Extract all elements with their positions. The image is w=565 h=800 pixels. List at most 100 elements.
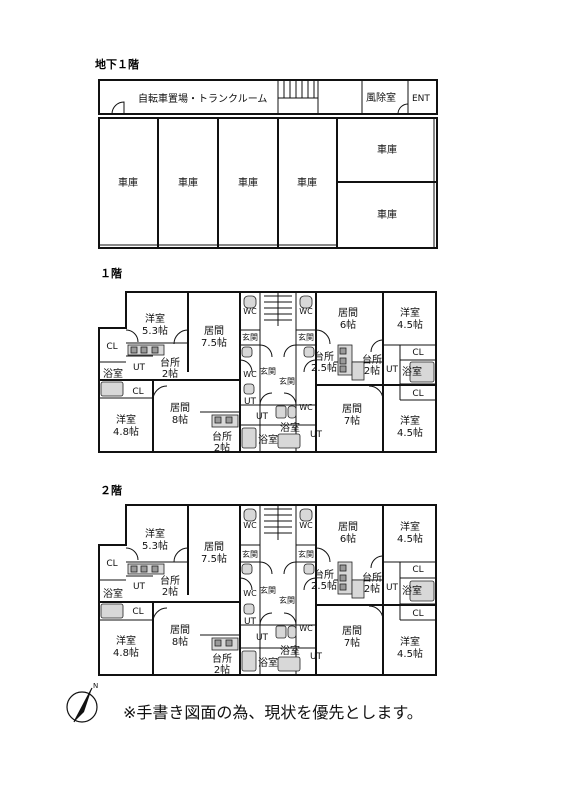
disclaimer-note: ※手書き図面の為、現状を優先とします。 — [123, 703, 423, 722]
garage-row — [98, 117, 438, 249]
basement-title: 地下１階 — [95, 57, 139, 71]
room-size: 2.5帖 — [311, 579, 337, 592]
toilet-label: WC — [243, 370, 257, 379]
entry-label: 玄関 — [260, 366, 276, 376]
basement-floor: 地下１階 自転車置場・トランクルーム 風除室 ENT — [95, 57, 438, 249]
garage-label: 車庫 — [377, 208, 397, 221]
bath-label: 浴室 — [280, 644, 300, 657]
utility-label: UT — [244, 617, 257, 627]
room-size: 4.5帖 — [397, 318, 423, 331]
room-label: 居間 — [204, 325, 224, 337]
entry-label: 玄関 — [279, 376, 295, 386]
room-label: 台所 — [314, 568, 334, 581]
room-size: 2帖 — [214, 663, 230, 676]
room-size: 2帖 — [162, 585, 178, 598]
room-size: 6帖 — [340, 318, 356, 331]
compass-north-label: N — [93, 682, 98, 690]
closet-label: CL — [412, 389, 423, 399]
room-size: 8帖 — [172, 635, 188, 648]
closet-label: CL — [132, 387, 143, 397]
room-size: 2.5帖 — [311, 361, 337, 374]
room-size: 6帖 — [340, 532, 356, 545]
closet-label: CL — [412, 565, 423, 575]
room-size: 8帖 — [172, 413, 188, 426]
toilet-label: WC — [299, 403, 313, 412]
room-label: 居間 — [338, 521, 358, 533]
utility-label: UT — [386, 365, 399, 375]
room-size: 4.5帖 — [397, 647, 423, 660]
closet-label: CL — [132, 607, 143, 617]
first-floor-walls — [98, 291, 437, 453]
garage-label: 車庫 — [178, 176, 198, 189]
room-label: 台所 — [212, 652, 232, 665]
room-label: 洋室 — [400, 414, 420, 427]
room-label: 居間 — [338, 307, 358, 319]
room-label: 台所 — [160, 574, 180, 587]
utility-label: UT — [133, 582, 146, 592]
room-size: 7.5帖 — [201, 552, 227, 565]
fixtures — [100, 295, 435, 449]
garage-label: 車庫 — [118, 176, 138, 189]
bath-label: 浴室 — [280, 421, 300, 434]
room-size: 2帖 — [364, 364, 380, 377]
compass-icon: N — [66, 682, 98, 723]
room-label: 居間 — [170, 624, 190, 636]
room-size: 5.3帖 — [142, 539, 168, 552]
entry-label: 玄関 — [298, 549, 314, 559]
utility-label: UT — [310, 652, 323, 662]
utility-label: UT — [386, 583, 399, 593]
utility-label: UT — [133, 363, 146, 373]
room-label: 洋室 — [116, 634, 136, 647]
room-size: 4.8帖 — [113, 425, 139, 438]
room-label: 洋室 — [145, 312, 165, 325]
second-floor-title: ２階 — [100, 483, 122, 497]
closet-label: CL — [412, 609, 423, 619]
bath-label: 浴室 — [402, 365, 422, 378]
room-label: 洋室 — [400, 306, 420, 319]
room-label: 居間 — [204, 541, 224, 553]
entry-label: 玄関 — [298, 332, 314, 342]
room-label: 居間 — [342, 403, 362, 415]
windbreak-room-label: 風除室 — [366, 91, 396, 104]
room-label: 洋室 — [400, 635, 420, 648]
first-floor: １階 — [98, 266, 437, 454]
room-label: 洋室 — [400, 520, 420, 533]
stair-symbol — [264, 505, 292, 540]
room-label: 居間 — [342, 625, 362, 637]
room-label: 洋室 — [116, 413, 136, 426]
bike-parking-room — [98, 79, 438, 115]
door-swing — [397, 103, 409, 115]
closet-label: CL — [412, 348, 423, 358]
room-size: 4.8帖 — [113, 646, 139, 659]
room-label: 台所 — [362, 353, 382, 366]
garage-label: 車庫 — [297, 176, 317, 189]
entry-label: 玄関 — [279, 595, 295, 605]
garage-label: 車庫 — [238, 176, 258, 189]
toilet-label: WC — [299, 307, 313, 316]
room-size: 4.5帖 — [397, 426, 423, 439]
stair-symbol — [264, 292, 292, 326]
room-size: 5.3帖 — [142, 324, 168, 337]
bath-label: 浴室 — [258, 656, 278, 669]
room-label: 台所 — [160, 356, 180, 369]
toilet-label: WC — [299, 624, 313, 633]
room-size: 2帖 — [364, 582, 380, 595]
room-label: 台所 — [362, 571, 382, 584]
entrance-label: ENT — [412, 94, 430, 104]
entry-label: 玄関 — [260, 585, 276, 595]
room-size: 7.5帖 — [201, 336, 227, 349]
room-size: 7帖 — [344, 636, 360, 649]
second-floor: ２階 — [98, 483, 437, 676]
utility-label: UT — [244, 397, 257, 407]
utility-label: UT — [256, 412, 269, 422]
garage-label: 車庫 — [377, 143, 397, 156]
fixtures — [100, 508, 435, 672]
utility-label: UT — [256, 633, 269, 643]
second-floor-walls — [98, 504, 437, 676]
first-floor-title: １階 — [100, 266, 122, 280]
closet-label: CL — [106, 342, 117, 352]
room-size: 7帖 — [344, 414, 360, 427]
room-label: 洋室 — [145, 527, 165, 540]
utility-label: UT — [310, 430, 323, 440]
